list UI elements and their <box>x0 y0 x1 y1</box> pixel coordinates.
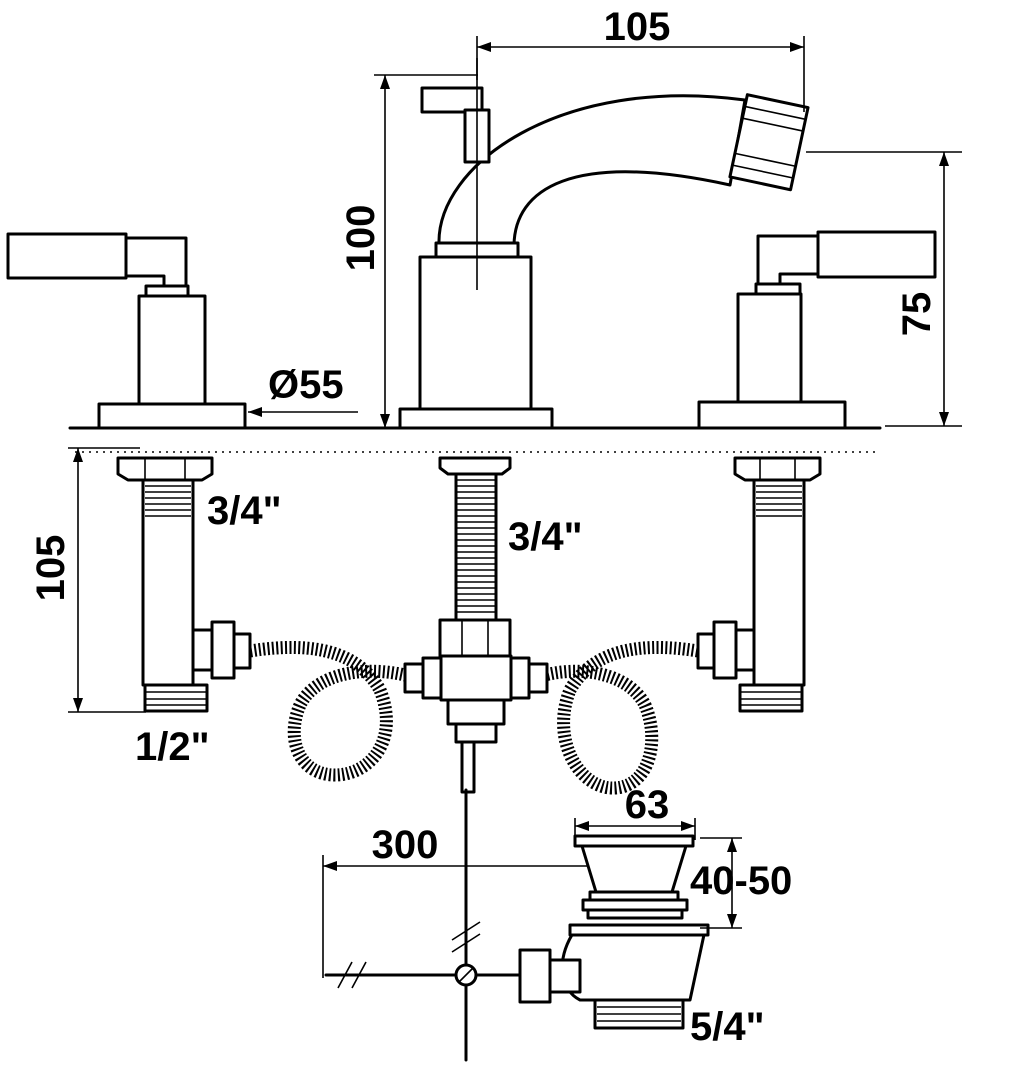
right-outlet-thread <box>738 683 804 713</box>
center-threaded-shank <box>438 456 512 660</box>
label-under-deck-length: 105 <box>29 535 73 602</box>
spout-arc <box>437 94 747 247</box>
label-waste-height: 40-50 <box>690 859 792 903</box>
tee-left-nut <box>421 656 443 700</box>
left-lever-handle <box>6 232 128 280</box>
waste-side-nut <box>518 948 552 1004</box>
dimension-spout-height <box>374 74 478 428</box>
mixing-tee <box>403 654 549 794</box>
dimension-under-deck <box>68 447 146 713</box>
label-outlet-height: 75 <box>895 292 939 337</box>
right-lever-handle <box>816 230 937 279</box>
left-valve <box>6 232 247 430</box>
right-lever-arm <box>756 234 820 286</box>
label-rod-length: 300 <box>372 823 439 867</box>
right-valve <box>697 230 937 430</box>
left-valve-body <box>137 294 207 406</box>
center-locknut <box>438 456 512 476</box>
right-flexible-hose <box>543 640 700 795</box>
left-hose-nut <box>210 620 236 680</box>
tee-bottom-nut <box>446 698 506 726</box>
left-locknut <box>116 456 214 482</box>
spout-base <box>398 407 554 430</box>
left-thread-top <box>145 485 191 517</box>
left-inlet-shank <box>116 456 252 713</box>
deck-surface <box>68 426 882 453</box>
label-waste-diameter: 63 <box>625 783 670 827</box>
label-inlet-center: 3/4" <box>508 515 583 559</box>
label-inlet-left: 3/4" <box>207 489 282 533</box>
spout-body <box>418 255 533 411</box>
waste-cone <box>580 844 688 894</box>
horizontal-linkage <box>324 961 522 989</box>
dimension-waste-diameter <box>574 818 696 840</box>
dimension-spout-reach <box>476 36 805 112</box>
tee-body <box>439 654 513 702</box>
label-spout-height: 100 <box>339 205 383 272</box>
left-lever-arm <box>124 236 188 288</box>
right-valve-body <box>736 292 803 404</box>
right-locknut <box>733 456 822 482</box>
label-spout-reach: 105 <box>604 5 671 49</box>
left-flexible-hose <box>248 640 407 782</box>
left-outlet-thread <box>143 683 209 713</box>
lift-rod-guide <box>460 740 476 794</box>
left-valve-base <box>97 402 247 430</box>
right-valve-base <box>697 400 847 430</box>
dimension-outlet-height <box>806 151 962 427</box>
waste-body <box>560 928 707 1002</box>
label-base-diameter: Ø55 <box>268 363 344 407</box>
pop-up-knob <box>420 86 484 114</box>
tee-right-nut <box>509 656 531 700</box>
lift-rod <box>451 788 481 1062</box>
right-thread-top <box>756 485 802 517</box>
spout-nozzle <box>728 93 810 192</box>
dimension-waste-height <box>700 837 742 929</box>
center-nut <box>438 618 512 660</box>
dimension-base-diameter <box>248 407 358 417</box>
label-waste-thread: 5/4" <box>690 1005 765 1049</box>
right-inlet-shank <box>696 456 822 713</box>
label-connection-outlet: 1/2" <box>135 725 210 769</box>
right-hose-nut <box>712 620 738 680</box>
pop-up-waste <box>518 834 710 1030</box>
